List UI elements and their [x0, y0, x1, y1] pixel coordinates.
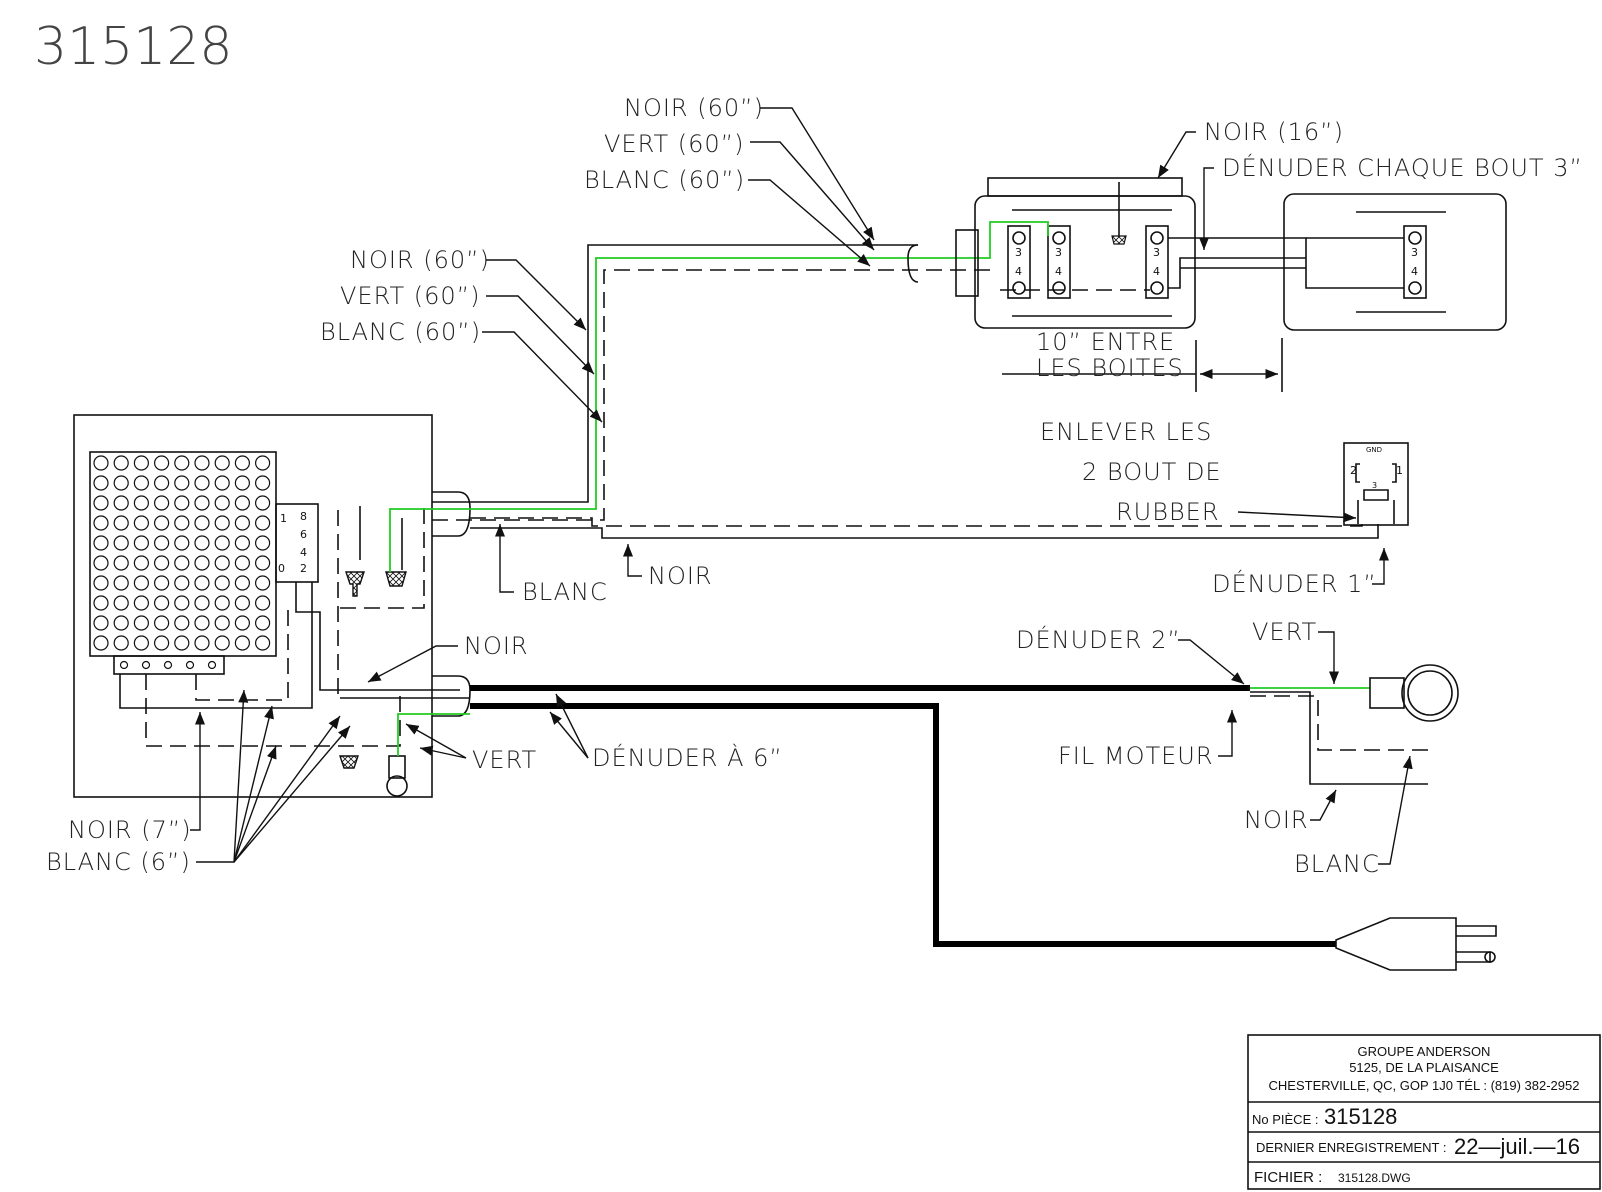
grille-holes	[93, 455, 271, 670]
wire-nut-3	[339, 755, 359, 769]
rubber-connector: GND 2 1 3	[1343, 442, 1409, 526]
svg-text:4: 4	[300, 546, 307, 559]
grille-panel	[89, 451, 277, 657]
svg-text:NOIR (16”): NOIR (16”)	[1204, 118, 1344, 146]
svg-text:VERT (60”): VERT (60”)	[340, 282, 481, 310]
part-value: 315128	[1324, 1104, 1397, 1129]
file-value: 315128.DWG	[1338, 1171, 1411, 1185]
svg-text:2 BOUT DE: 2 BOUT DE	[1082, 458, 1222, 486]
power-plug	[1335, 917, 1497, 971]
wire-nut-1	[345, 571, 365, 597]
title-block: GROUPE ANDERSON 5125, DE LA PLAISANCE CH…	[1247, 1034, 1601, 1190]
svg-text:1: 1	[1396, 464, 1403, 477]
junction-box-right: 3 4	[1168, 193, 1507, 331]
terminal-strip	[113, 655, 225, 675]
svg-text:NOIR: NOIR	[648, 562, 713, 590]
cable-to-boxes	[389, 221, 1379, 572]
rotary-switch	[275, 503, 319, 583]
svg-text:VERT: VERT	[472, 746, 537, 774]
svg-text:NOIR: NOIR	[1244, 806, 1309, 834]
ground-ring	[386, 775, 408, 797]
svg-text:4: 4	[1153, 265, 1160, 278]
svg-text:BLANC (6”): BLANC (6”)	[46, 848, 191, 876]
file-label: FICHIER :	[1254, 1169, 1322, 1186]
svg-text:DÉNUDER CHAQUE BOUT 3”: DÉNUDER CHAQUE BOUT 3”	[1222, 153, 1583, 182]
svg-text:BLANC (60”): BLANC (60”)	[320, 318, 481, 346]
svg-text:RUBBER: RUBBER	[1116, 498, 1220, 526]
company-name: GROUPE ANDERSON	[1358, 1044, 1491, 1059]
svg-text:DÉNUDER 2”: DÉNUDER 2”	[1016, 625, 1181, 654]
svg-text:NOIR (60”): NOIR (60”)	[350, 246, 490, 274]
svg-text:1: 1	[280, 512, 287, 525]
drawing-number: 315128	[34, 17, 233, 77]
motor-cable	[340, 664, 1459, 947]
svg-text:3: 3	[1055, 246, 1062, 259]
company-city-phone: CHESTERVILLE, QC, GOP 1J0 TÉL : (819) 38…	[1269, 1078, 1580, 1093]
labels: NOIR (60”) VERT (60”) BLANC (60”) NOIR (…	[46, 94, 1583, 878]
svg-text:FIL MOTEUR: FIL MOTEUR	[1058, 742, 1214, 770]
svg-text:BLANC: BLANC	[1294, 850, 1380, 878]
svg-text:DÉNUDER À 6”: DÉNUDER À 6”	[592, 743, 783, 772]
svg-text:GND: GND	[1366, 446, 1382, 454]
wire-nut-2	[385, 571, 407, 587]
svg-text:VERT: VERT	[1252, 618, 1317, 646]
svg-text:2: 2	[300, 562, 307, 575]
part-label: No PIÈCE :	[1252, 1112, 1318, 1127]
svg-text:ENLEVER LES: ENLEVER LES	[1040, 418, 1212, 446]
saved-value: 22—juil.—16	[1454, 1134, 1580, 1159]
ground-lug	[388, 755, 406, 779]
saved-label: DERNIER ENREGISTREMENT :	[1256, 1140, 1446, 1155]
svg-text:3: 3	[1153, 246, 1160, 259]
svg-text:NOIR (7”): NOIR (7”)	[68, 816, 192, 844]
svg-text:6: 6	[300, 528, 307, 541]
svg-text:3: 3	[1372, 481, 1377, 490]
svg-text:2: 2	[1350, 464, 1357, 477]
svg-text:DÉNUDER 1”: DÉNUDER 1”	[1212, 569, 1377, 598]
svg-text:0: 0	[278, 562, 285, 575]
svg-text:BLANC: BLANC	[522, 578, 608, 606]
junction-box-left: 3 4 3 4 3 4	[907, 177, 1196, 329]
control-box: 1 8 6 4 0 2	[73, 414, 471, 798]
svg-text:3: 3	[1015, 246, 1022, 259]
svg-text:LES BOITES: LES BOITES	[1036, 354, 1184, 382]
svg-text:BLANC (60”): BLANC (60”)	[584, 166, 745, 194]
svg-text:NOIR (60”): NOIR (60”)	[624, 94, 764, 122]
svg-text:4: 4	[1055, 265, 1062, 278]
svg-text:4: 4	[1411, 265, 1418, 278]
svg-text:10” ENTRE: 10” ENTRE	[1036, 328, 1175, 356]
company-address: 5125, DE LA PLAISANCE	[1349, 1060, 1499, 1075]
svg-text:3: 3	[1411, 246, 1418, 259]
svg-text:8: 8	[300, 510, 307, 523]
svg-text:VERT (60”): VERT (60”)	[604, 130, 745, 158]
svg-text:4: 4	[1015, 265, 1022, 278]
svg-text:NOIR: NOIR	[464, 632, 529, 660]
dimension-10in	[1002, 338, 1283, 392]
